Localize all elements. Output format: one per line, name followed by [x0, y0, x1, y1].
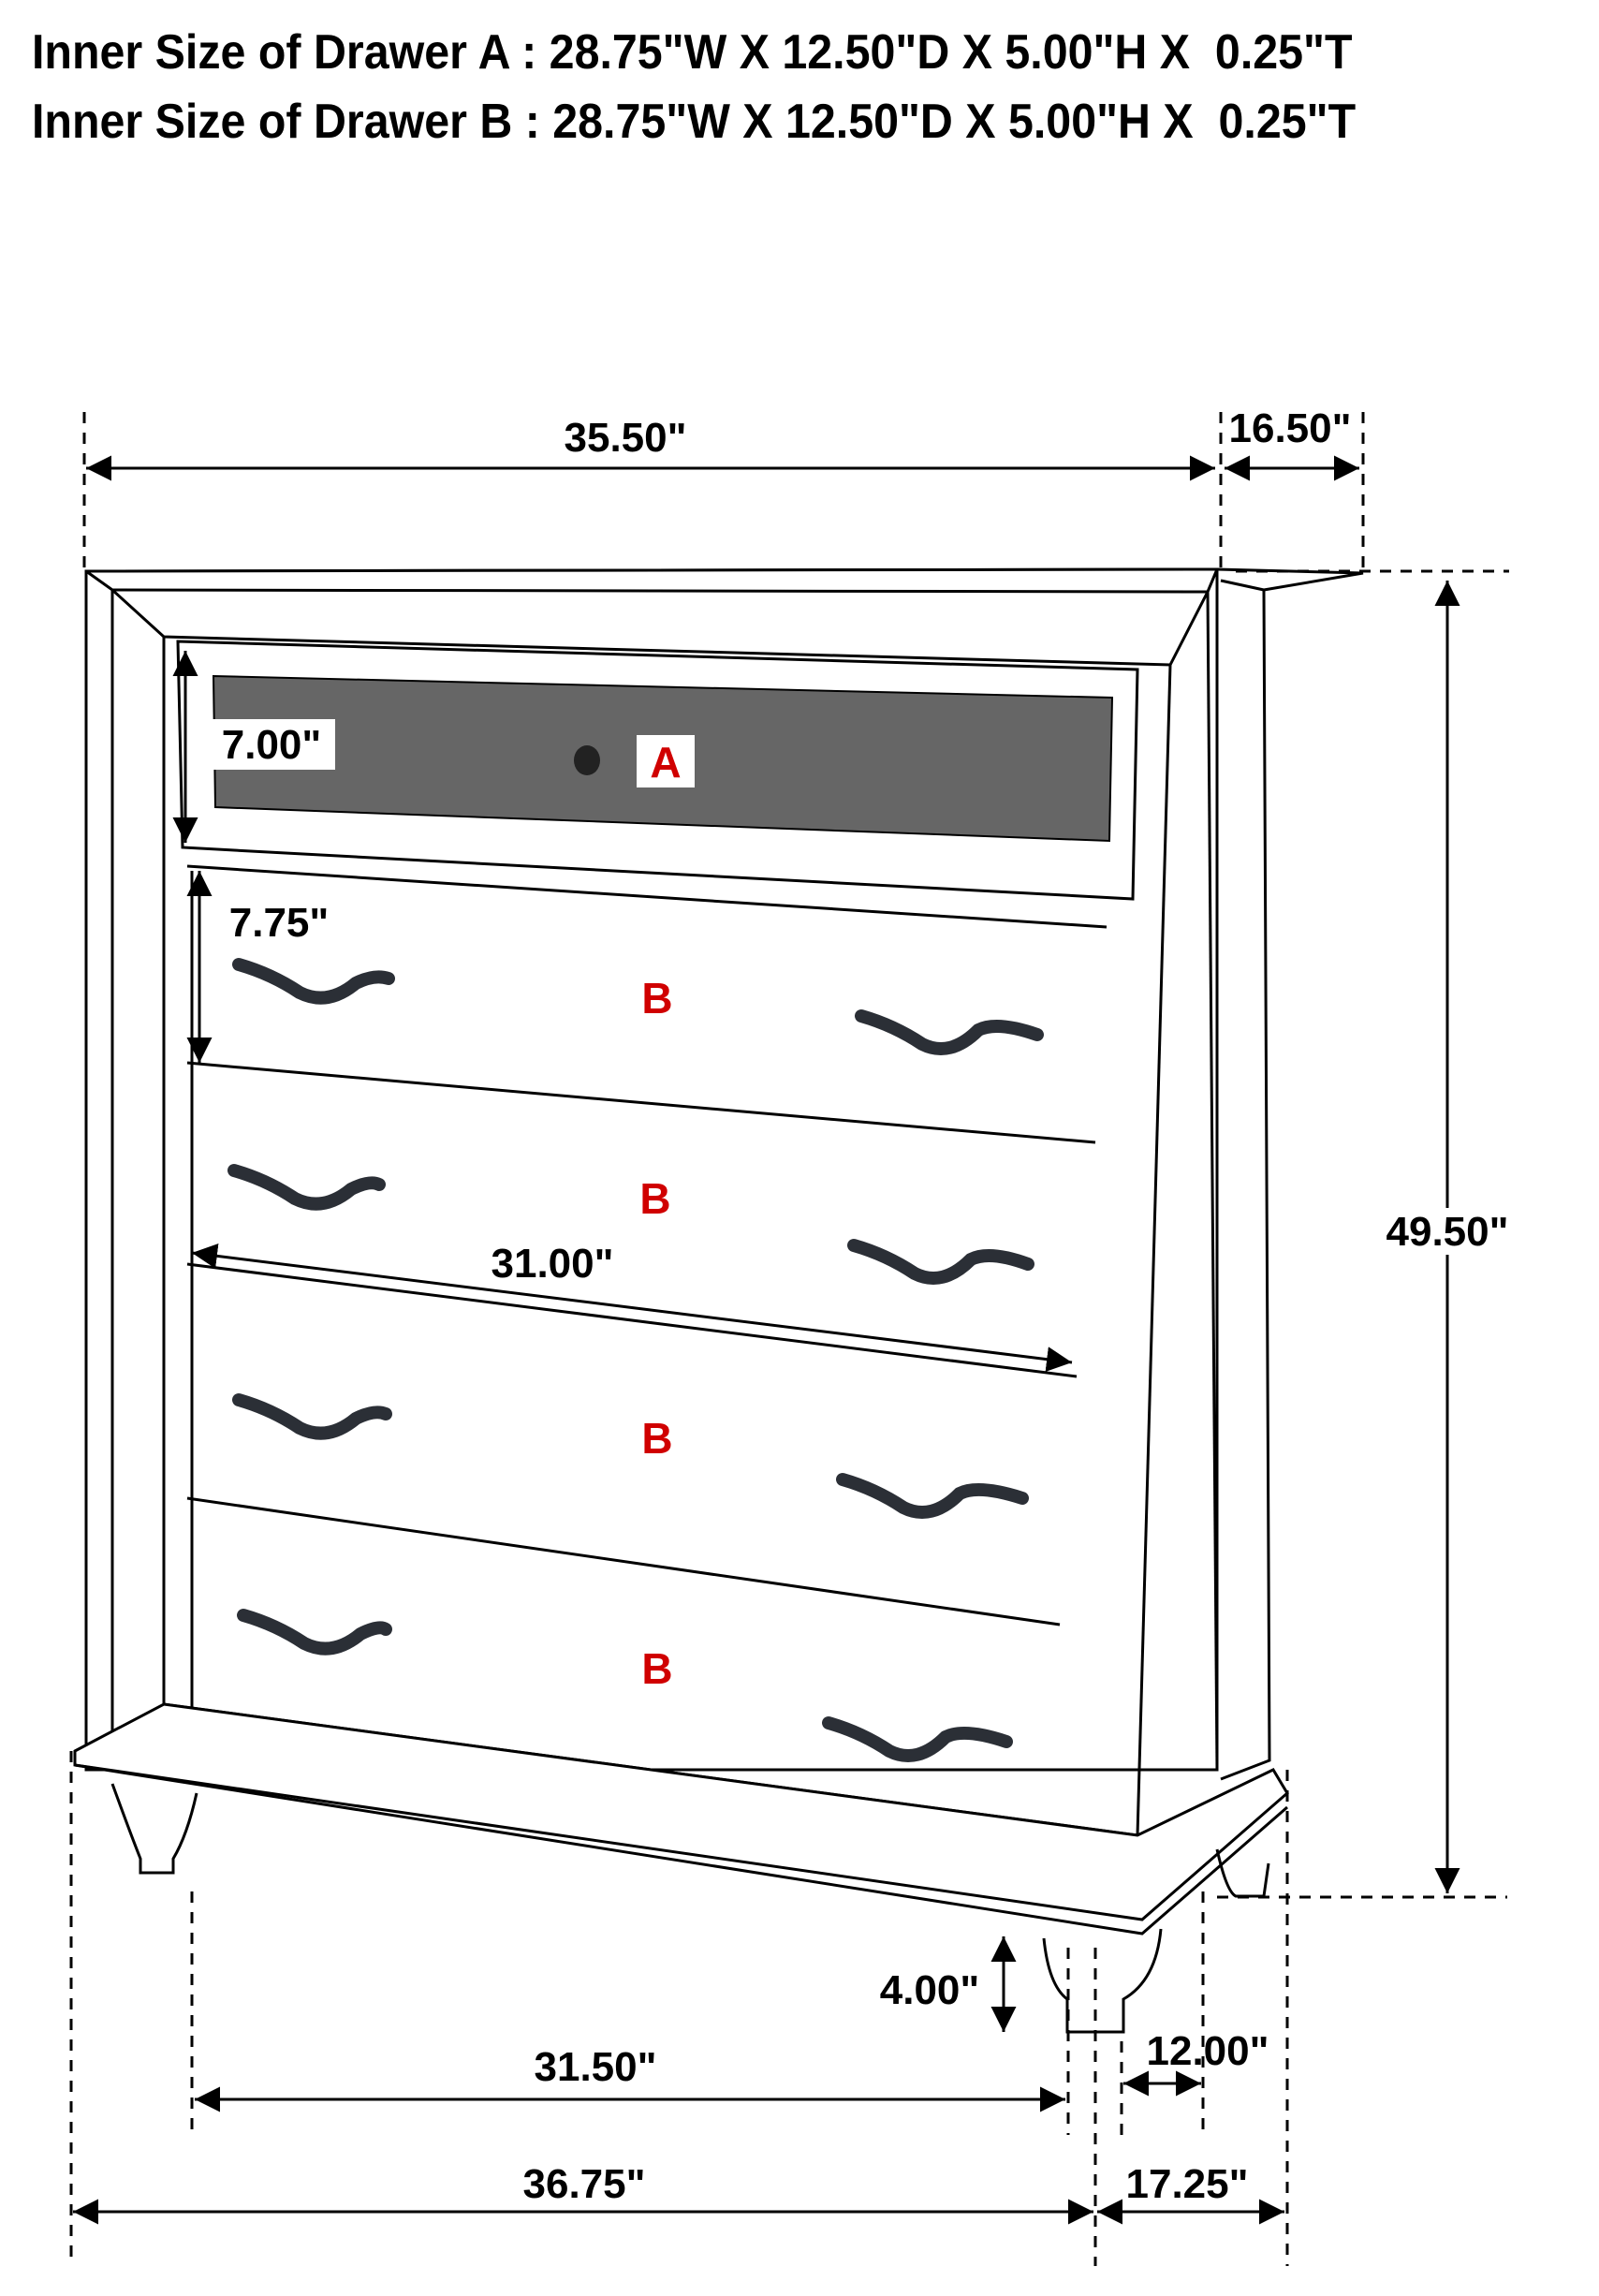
drawer-a-label: A: [650, 738, 681, 787]
handle-icon: [227, 1164, 386, 1211]
dim-base-width: 36.75": [523, 2161, 646, 2207]
dimension-arrows: [73, 455, 1460, 2225]
dim-height: 49.50": [1386, 1209, 1509, 1255]
drawer-b-label-4: B: [641, 1644, 672, 1693]
dim-leg-height: 4.00": [880, 1967, 980, 2013]
drawer-b-inner-size: Inner Size of Drawer B : 28.75"W X 12.50…: [32, 95, 1357, 149]
chest-body: [73, 567, 1364, 2034]
drawer-handles: [227, 958, 1044, 1762]
handle-icon: [232, 958, 395, 1005]
handle-icon: [836, 1473, 1029, 1519]
dim-leg-span-depth: 12.00": [1147, 2028, 1269, 2074]
dim-drawer-width: 31.00": [491, 1241, 614, 1287]
drawer-a-knob-icon: [574, 745, 600, 775]
handle-icon: [237, 1609, 392, 1656]
dim-leg-span-width: 31.50": [535, 2044, 657, 2090]
handle-icon: [232, 1393, 392, 1440]
dim-overall-width-top: 35.50": [565, 415, 687, 461]
drawer-b-label-2: B: [639, 1174, 670, 1223]
dim-base-depth: 17.25": [1126, 2161, 1249, 2207]
drawer-a-inner-size: Inner Size of Drawer A : 28.75"W X 12.50…: [32, 25, 1353, 80]
dim-depth-top: 16.50": [1229, 405, 1352, 451]
drawer-b-label-3: B: [641, 1414, 672, 1463]
dim-drawer-b-height: 7.75": [229, 900, 330, 946]
dim-drawer-a-height: 7.00": [222, 722, 322, 768]
handle-icon: [855, 1009, 1044, 1055]
drawer-a-label-bg: [637, 735, 695, 787]
extension-lines: [69, 412, 1509, 2266]
handle-icon: [822, 1716, 1013, 1762]
drawer-b-label-1: B: [641, 974, 672, 1023]
dim-drawer-a-bg: [208, 719, 335, 770]
